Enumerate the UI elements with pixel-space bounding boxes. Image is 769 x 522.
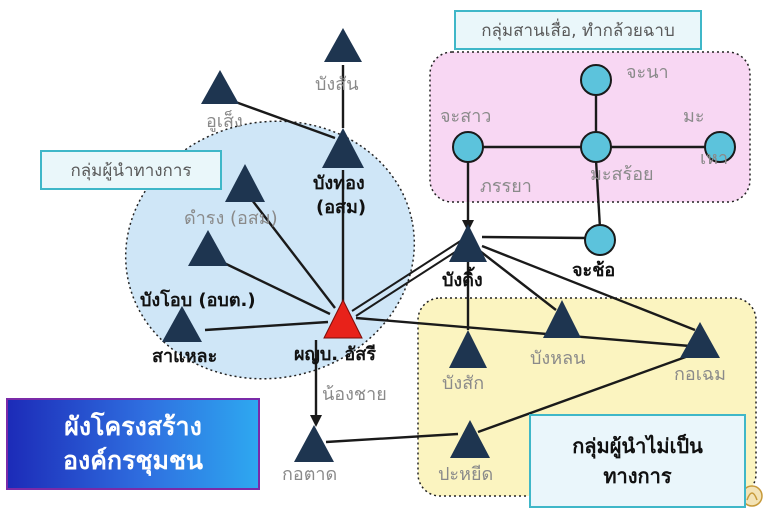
chanan-circle — [580, 64, 612, 96]
usen-label: อูเส็ง — [206, 111, 243, 132]
bangob-label: บังโอบ (อบต.) — [140, 290, 256, 311]
link-headman-bangding-a — [351, 239, 463, 312]
bangthong-label: บังทอง — [313, 173, 365, 194]
chacho-label: จะช้อ — [572, 260, 616, 281]
link-kotat-payod — [325, 432, 459, 444]
chasao-label: จะสาว — [440, 106, 492, 127]
link-headman-kochaem — [355, 316, 691, 348]
chacho-circle — [584, 224, 616, 256]
person-triangles — [162, 28, 720, 462]
link-damrong-headman — [251, 199, 336, 309]
busan-triangle — [324, 28, 362, 62]
title-line-1: ผังโครงสร้าง — [64, 412, 202, 442]
weavers-group-label: กลุ่มสานเสื่อ, ทำกล้วยฉาบ — [454, 10, 702, 50]
mahe-label: เหา — [700, 148, 729, 169]
headman-triangle — [323, 298, 363, 339]
salaeh-label: สาแหละ — [152, 346, 218, 367]
headman-label: ผญบ. อัสรี — [294, 344, 376, 365]
bangding-triangle — [449, 224, 487, 262]
ma-label: มะ — [683, 106, 705, 127]
informal-label-line-1: กลุ่มผู้นำไม่เป็น — [572, 434, 703, 458]
kotat-label: กอตาด — [282, 464, 338, 485]
link-headman-bangding-b — [355, 244, 467, 317]
damrong-label: ดำรง (อสม) — [184, 208, 278, 229]
busan-label: บังสัน — [315, 74, 359, 95]
bangsak-label: บังสัก — [442, 373, 485, 394]
usen-triangle — [201, 70, 239, 104]
arrow-to-kotat — [310, 415, 322, 427]
link-bangding-chacho — [481, 235, 587, 240]
mahe-circle — [704, 131, 736, 163]
chanan-label: จะนา — [626, 62, 669, 83]
connection-lines — [204, 65, 710, 444]
nongchai-label: น้องชาย — [322, 384, 387, 405]
masaroi-circle — [580, 131, 612, 163]
weavers-group-region — [429, 51, 751, 203]
link-payod-kochaem — [477, 348, 706, 434]
bangsak-triangle — [449, 330, 487, 368]
kotat-triangle — [294, 425, 334, 462]
phanraya-label: ภรรยา — [480, 176, 532, 197]
bangding-label: บังดิ้ง — [442, 270, 483, 291]
bangthong-role-label: (อสม) — [316, 197, 367, 218]
kochaem-label: กอเฉม — [674, 364, 726, 385]
link-usen-bangthong — [229, 98, 336, 140]
informal-leaders-group-label: กลุ่มผู้นำไม่เป็น ทางการ — [529, 414, 746, 508]
formal-leaders-group-label: กลุ่มผู้นำทางการ — [40, 150, 222, 190]
informal-label-line-2: ทางการ — [603, 464, 672, 488]
chasao-circle — [452, 131, 484, 163]
link-bangding-banglon — [475, 247, 557, 311]
title-line-2: องค์กรชุมชน — [62, 446, 203, 475]
kochaem-triangle — [680, 322, 720, 358]
diagram-title: ผังโครงสร้าง องค์กรชุมชน — [6, 398, 260, 490]
salaeh-triangle — [162, 306, 202, 342]
bangob-triangle — [188, 230, 228, 266]
masaroi-label: มะสร้อย — [590, 164, 654, 185]
link-masaroi-chacho — [594, 159, 602, 229]
weaver-circles — [452, 64, 736, 256]
banglon-label: บังหลน — [530, 348, 586, 369]
payod-triangle — [450, 420, 490, 458]
link-bangob-headman — [221, 260, 331, 316]
link-salaeh-headman — [204, 320, 329, 332]
link-bangding-kochaem — [481, 244, 696, 332]
banglon-triangle — [543, 300, 581, 338]
bangthong-triangle — [322, 128, 364, 168]
payod-label: ปะหยีด — [438, 464, 494, 485]
damrong-triangle — [225, 164, 265, 202]
